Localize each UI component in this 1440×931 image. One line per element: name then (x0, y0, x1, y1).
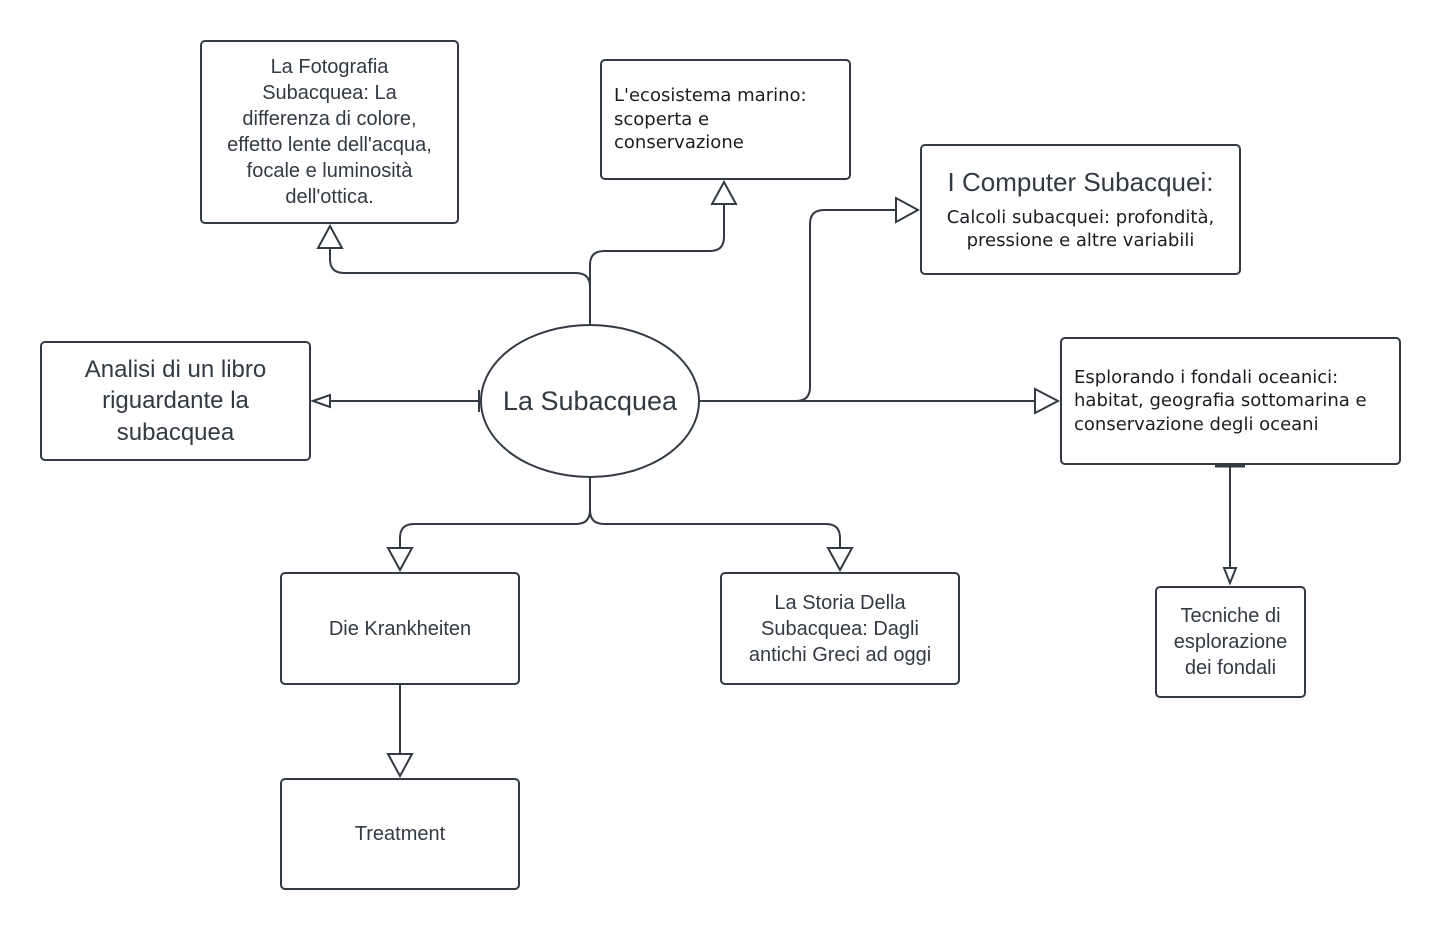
node-computer[interactable]: I Computer Subacquei: Calcoli subacquei:… (920, 144, 1241, 275)
edge-center-fotografia (329, 248, 591, 324)
arrowhead-treatment (386, 753, 414, 779)
node-analisi-label: Analisi di un libro riguardante la subac… (84, 356, 267, 446)
arrowhead-krankheiten (386, 547, 414, 573)
node-fotografia-label: La Fotografia Subacquea: La differenza d… (227, 56, 432, 208)
node-tecniche-label: Tecniche di esplorazione dei fondali (1173, 605, 1288, 679)
node-krankheiten[interactable]: Die Krankheiten (280, 572, 520, 685)
node-computer-subtitle: Calcoli subacquei: profondità, pressione… (946, 207, 1215, 252)
arrowhead-esplorando (1034, 387, 1061, 415)
arrowhead-ecosistema (710, 179, 738, 205)
edge-center-storia (589, 509, 841, 548)
arrowhead-fotografia (316, 223, 344, 249)
edge-center-computer (700, 209, 896, 402)
node-storia[interactable]: La Storia Della Subacquea: Dagli antichi… (720, 572, 960, 685)
center-node-label: La Subacquea (502, 385, 678, 416)
node-treatment[interactable]: Treatment (280, 778, 520, 890)
arrowhead-storia (826, 547, 854, 573)
node-fotografia[interactable]: La Fotografia Subacquea: La differenza d… (200, 40, 459, 224)
node-esplorando-label: Esplorando i fondali oceanici: habitat, … (1074, 366, 1367, 435)
node-analisi[interactable]: Analisi di un libro riguardante la subac… (40, 341, 311, 461)
node-computer-title: I Computer Subacquei: (947, 167, 1214, 198)
edge-center-krankheiten (399, 478, 591, 548)
node-esplorando[interactable]: Esplorando i fondali oceanici: habitat, … (1060, 337, 1401, 465)
edge-center-ecosistema (589, 204, 725, 290)
node-ecosistema-label: L'ecosistema marino: scoperta e conserva… (614, 85, 807, 154)
node-storia-label: La Storia Della Subacquea: Dagli antichi… (748, 591, 932, 666)
node-krankheiten-label: Die Krankheiten (328, 617, 472, 640)
node-ecosistema[interactable]: L'ecosistema marino: scoperta e conserva… (600, 59, 851, 180)
arrowhead-computer (895, 196, 921, 224)
node-treatment-label: Treatment (354, 823, 446, 845)
arrowhead-analisi (309, 393, 331, 409)
center-node[interactable]: La Subacquea (480, 324, 700, 478)
node-tecniche[interactable]: Tecniche di esplorazione dei fondali (1155, 586, 1306, 698)
arrowhead-tecniche (1222, 567, 1238, 586)
